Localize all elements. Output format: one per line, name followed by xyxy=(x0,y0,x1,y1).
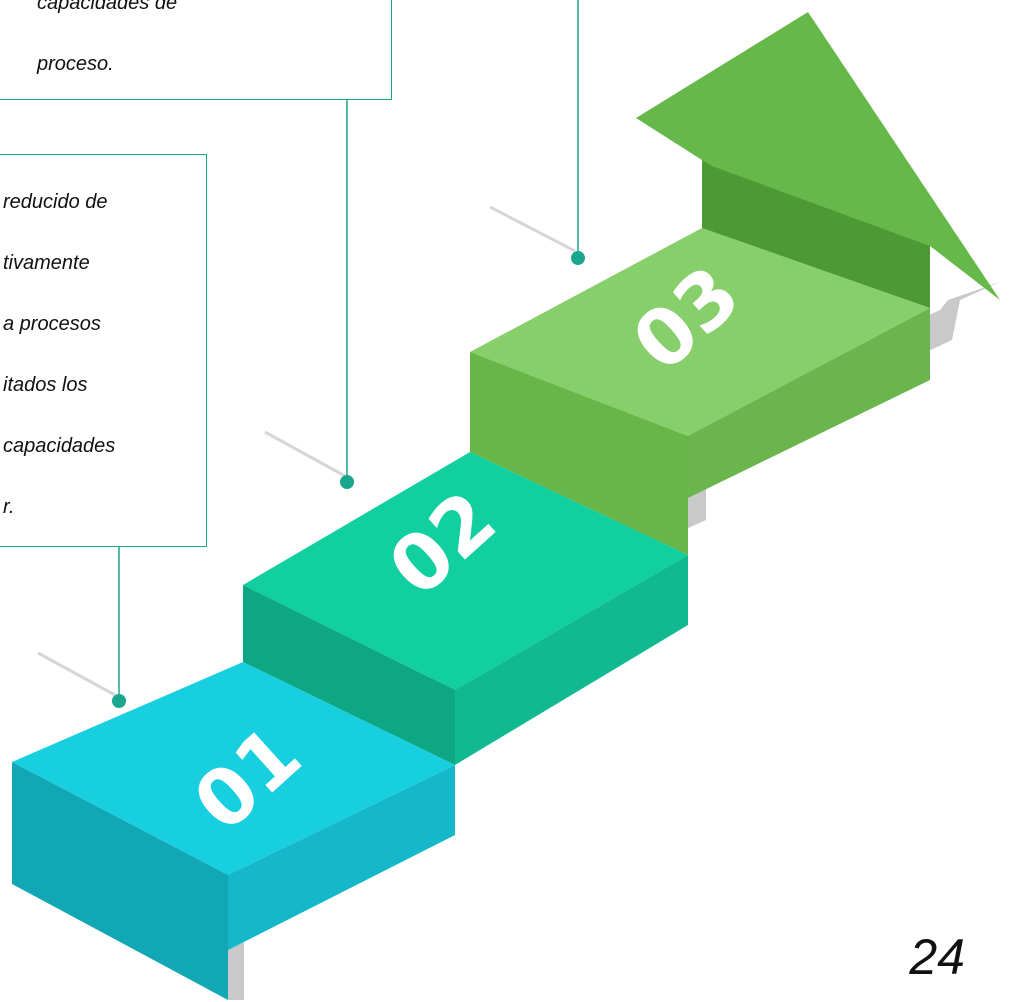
connector-dot-1 xyxy=(112,694,126,708)
callout-middle-line-2: tivamente xyxy=(3,252,90,274)
connector-dot-3 xyxy=(571,251,585,265)
callout-middle: reducido de tivamente a procesos itados … xyxy=(0,154,207,547)
step-02-front xyxy=(243,585,455,765)
step-01-top xyxy=(12,662,455,875)
callout-middle-line-5: capacidades xyxy=(3,435,116,457)
callout-middle-line-6: r. xyxy=(3,496,15,518)
faint-stroke-3 xyxy=(489,205,576,253)
step-03-side xyxy=(688,308,930,498)
step-02-side xyxy=(455,555,688,765)
step-03-top xyxy=(470,228,930,436)
callout-middle-line-3: a procesos xyxy=(3,313,101,335)
callout-top-line-1: capacidades de xyxy=(37,0,178,14)
page-number: 24 xyxy=(909,929,965,985)
callout-top: capacidades de proceso. xyxy=(0,0,392,100)
faint-stroke-2 xyxy=(264,430,346,478)
step-01-front xyxy=(12,762,228,1000)
faint-stroke-1 xyxy=(37,651,116,697)
connector-dot-2 xyxy=(340,475,354,489)
callout-top-line-2: proceso. xyxy=(37,53,114,75)
step-03-front xyxy=(470,352,688,555)
arrow-stem-front xyxy=(702,160,930,308)
step-02-top xyxy=(243,452,688,690)
callout-middle-line-1: reducido de xyxy=(3,191,108,213)
callout-middle-line-4: itados los xyxy=(3,374,88,396)
step-01-side xyxy=(228,765,455,950)
